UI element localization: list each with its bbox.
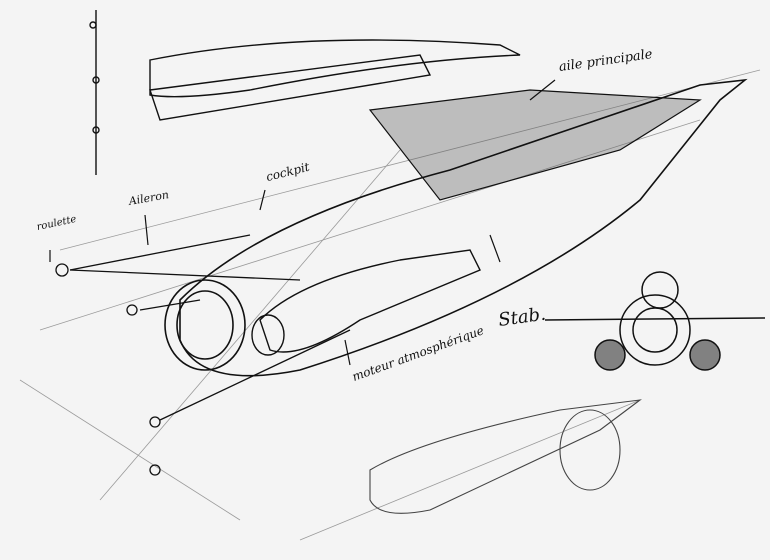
side-view-sketch: [89, 10, 523, 175]
front-view-sketch: [544, 271, 766, 371]
main-wing: [368, 89, 702, 201]
engine: [251, 249, 481, 356]
bottom-sketch: [369, 399, 642, 514]
fuselage: [164, 78, 748, 377]
